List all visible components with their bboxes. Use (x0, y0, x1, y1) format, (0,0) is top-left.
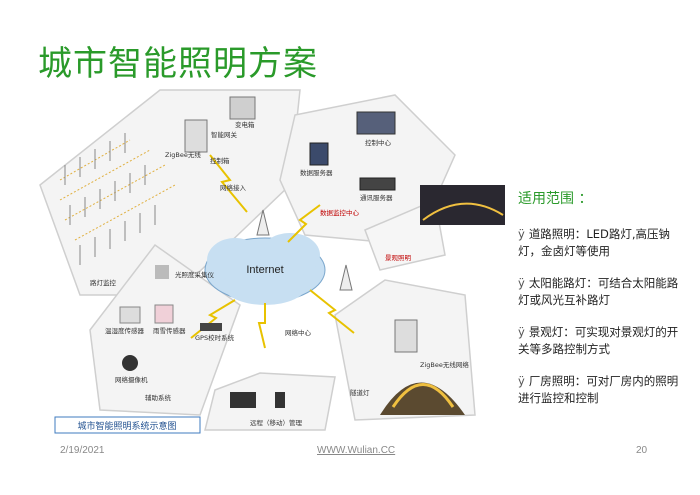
scope-item-label: 道路照明： (528, 227, 587, 241)
caption: 城市智能照明系统示意图 (77, 420, 176, 432)
slide-title: 城市智能照明方案 (38, 44, 318, 84)
sensor-temp-icon (119, 306, 141, 324)
scope-item-text: LED路灯,高压钠灯，金卤灯等使用 (518, 227, 670, 258)
camera-icon (122, 355, 138, 371)
footer-page-number: 20 (636, 445, 648, 456)
label-smart-gateway: 智能网关 (211, 130, 238, 139)
landscape-photo (420, 185, 505, 225)
scope-title: 适用范围 ： (518, 191, 593, 207)
label-sensor-rain: 雨雪传感器 (153, 326, 186, 335)
label-landscape: 景观照明 (385, 254, 412, 262)
label-remote: 远程（移动）管理 (250, 418, 303, 427)
internet-cloud (204, 233, 326, 305)
sensor-rain-icon (154, 304, 174, 324)
label-camera: 网络摄像机 (115, 375, 148, 384)
label-data-server: 数据服务器 (300, 168, 333, 177)
bullet-icon: ÿ (518, 227, 525, 241)
antenna-right (339, 264, 353, 291)
label-zigbee: ZigBee无线 (165, 150, 201, 159)
aux-panel (89, 243, 241, 416)
scope-item-text: 可结合太阳能路灯或风光互补路灯 (518, 276, 679, 307)
label-gps: GPS校时系统 (195, 333, 235, 342)
remote-panel (204, 372, 336, 431)
bullet-icon: ÿ (518, 325, 525, 339)
label-tunnel-zigbee: ZigBee无线网络 (420, 360, 469, 369)
label-dispatch: 控制中心 (365, 138, 392, 147)
laptop-icon (230, 392, 256, 408)
bullet-icon: ÿ (518, 276, 525, 290)
data-server (309, 142, 329, 166)
label-transformer: 变电箱 (235, 120, 255, 129)
scope-item-text: 可实现对景观灯的开关等多路控制方式 (518, 325, 679, 356)
scope-item-text: 可对厂房内的照明进行监控和控制 (518, 374, 679, 405)
scope-item-label: 厂房照明： (528, 374, 587, 388)
footer-date: 2/19/2021 (60, 445, 105, 456)
tunnel-cabinet (394, 319, 418, 353)
label-cabinet: 控制箱 (210, 156, 230, 165)
label-aux: 辅助系统 (145, 393, 172, 402)
dispatch-screens (356, 111, 396, 135)
street-lights (59, 133, 176, 265)
label-center: 数据监控中心 (320, 208, 360, 217)
sensor-light-icon (155, 265, 169, 279)
tunnel-image (380, 382, 465, 415)
comm-server (359, 177, 396, 191)
footer-site-link[interactable]: WWW.Wulian.CC (317, 445, 396, 456)
internet-label: Internet (246, 264, 283, 276)
scope-item-label: 太阳能路灯： (528, 276, 598, 290)
lighting-system-diagram: Internet 路灯监控 数据监控中心 景观照明 网络中心 辅助系统 隧道灯 … (39, 89, 505, 434)
street-cabinet (184, 119, 208, 153)
caption-box (54, 416, 201, 434)
antenna-left (256, 209, 270, 236)
label-network-center: 网络中心 (285, 328, 312, 337)
label-street: 路灯监控 (90, 278, 117, 287)
gps-icon (200, 323, 222, 331)
phone-icon (275, 392, 285, 408)
bullet-icon: ÿ (518, 374, 525, 388)
label-sensor-light: 光照度采集仪 (175, 270, 215, 279)
label-comm-server: 通讯服务器 (360, 193, 393, 202)
label-tunnel: 隧道灯 (350, 388, 370, 397)
label-net-access: 网络接入 (220, 183, 247, 192)
transformer-box (229, 96, 256, 120)
scope-item-label: 景观灯： (528, 325, 575, 339)
label-sensor-temp: 温湿度传感器 (105, 326, 145, 335)
